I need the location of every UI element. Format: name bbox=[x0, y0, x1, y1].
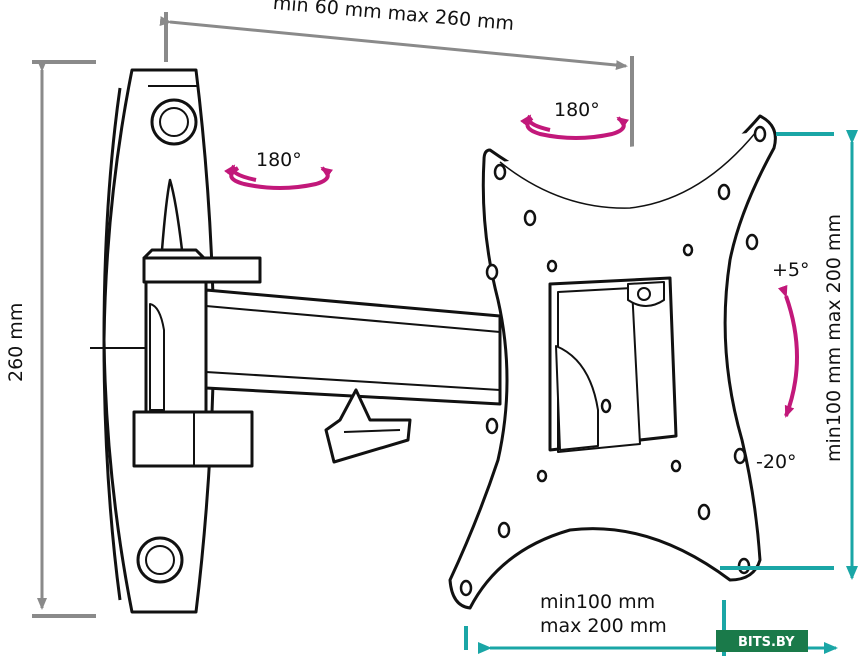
tv-mounting-plate bbox=[448, 114, 777, 610]
vesa-horizontal-label-line2: max 200 mm bbox=[540, 615, 667, 637]
upper-mount-hole bbox=[150, 98, 198, 146]
articulating-arm bbox=[132, 248, 502, 468]
rotation-top-indicator: 180° bbox=[520, 99, 630, 140]
vesa-horizontal-label-line1: min100 mm bbox=[540, 591, 655, 613]
rotation-side-indicator: 180° bbox=[224, 149, 334, 190]
vesa-vertical-dimension: min100 mm max 200 mm bbox=[720, 130, 858, 580]
vesa-vertical-label: min100 mm max 200 mm bbox=[823, 214, 845, 462]
watermark-text: BITS.BY bbox=[738, 635, 795, 650]
left-height-dimension: 260 mm bbox=[5, 60, 96, 618]
tilt-up-label: +5° bbox=[772, 259, 810, 281]
tilt-indicator: +5° -20° bbox=[756, 259, 810, 473]
top-width-label: min 60 mm max 260 mm bbox=[272, 0, 515, 35]
bits-by-watermark: BITS.BY bbox=[716, 630, 808, 652]
left-height-label: 260 mm bbox=[5, 303, 27, 382]
tilt-down-label: -20° bbox=[756, 451, 797, 473]
rotation-top-label: 180° bbox=[554, 99, 600, 121]
lower-mount-hole bbox=[136, 536, 184, 584]
vesa-holes bbox=[459, 125, 767, 597]
rotation-side-label: 180° bbox=[256, 149, 302, 171]
